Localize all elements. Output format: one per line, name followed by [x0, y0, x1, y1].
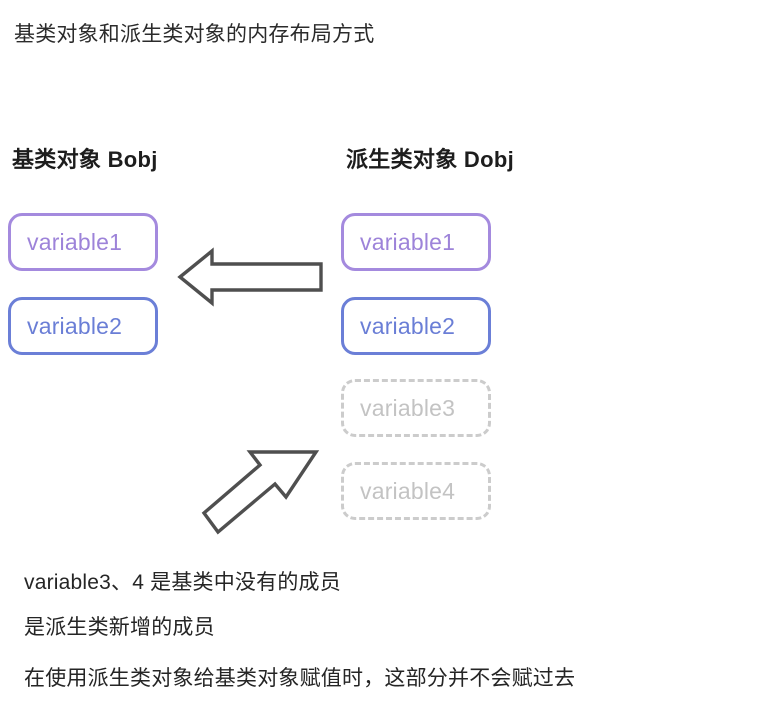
copy-arrow-left-icon	[177, 247, 323, 307]
base-object-heading: 基类对象 Bobj	[12, 147, 158, 172]
base-variable1-box: variable1	[8, 213, 158, 271]
derived-variable1-box: variable1	[341, 213, 491, 271]
page-title: 基类对象和派生类对象的内存布局方式	[14, 23, 375, 46]
note-line-1: variable3、4 是基类中没有的成员	[24, 571, 341, 594]
derived-variable2-box: variable2	[341, 297, 491, 355]
exclude-arrow-upright-icon	[201, 450, 320, 535]
base-variable2-box: variable2	[8, 297, 158, 355]
note-line-3: 在使用派生类对象给基类对象赋值时，这部分并不会赋过去	[24, 667, 576, 690]
derived-object-heading: 派生类对象 Dobj	[346, 147, 514, 172]
note-line-2: 是派生类新增的成员	[24, 616, 215, 639]
derived-variable4-box: variable4	[341, 462, 491, 520]
derived-variable3-box: variable3	[341, 379, 491, 437]
